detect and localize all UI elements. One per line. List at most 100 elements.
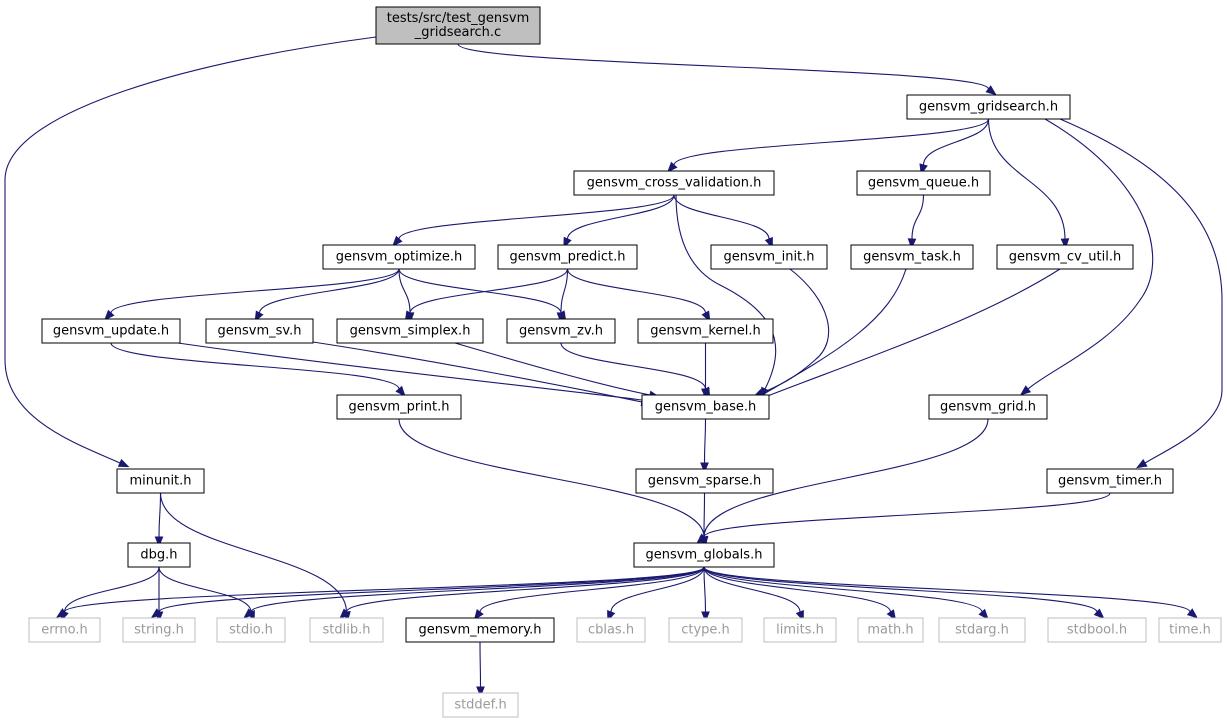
node-label: limits.h [776,623,824,638]
edge-globals-to-ctype [701,566,710,623]
node-kernel[interactable]: gensvm_kernel.h [637,318,774,344]
arrowhead [556,312,566,324]
edge-gridsearch-to-cv_util [987,118,1070,250]
arrowhead [104,309,115,321]
edge-line [479,641,482,688]
node-task[interactable]: gensvm_task.h [850,244,974,270]
node-label: gensvm_base.h [655,400,756,415]
edge-globals-to-math [703,566,897,621]
node-label: stddef.h [454,698,506,713]
edge-line [110,268,400,314]
edge-optimize-to-zv [398,268,567,322]
node-minunit[interactable]: minunit.h [116,468,205,494]
edge-line [4,36,377,464]
node-box [28,617,101,643]
node-label: _gridsearch.c [414,25,501,40]
node-label: gensvm_gridsearch.h [919,100,1058,115]
edge-gridsearch-to-cross_validation [667,118,990,173]
node-math: math.h [857,617,924,643]
node-label: gensvm_grid.h [940,400,1036,415]
node-base[interactable]: gensvm_base.h [641,394,770,420]
edge-line [63,566,705,613]
node-globals[interactable]: gensvm_globals.h [633,542,775,568]
node-cv-util[interactable]: gensvm_cv_util.h [996,244,1134,270]
node-cross-validation[interactable]: gensvm_cross_validation.h [573,170,775,196]
node-box [850,244,974,270]
node-box [906,94,1071,120]
node-label: gensvm_memory.h [419,623,542,638]
node-box [635,468,774,494]
arrowhead [1136,458,1148,469]
node-sparse[interactable]: gensvm_sparse.h [635,468,774,494]
node-box [857,617,924,643]
node-box [1158,617,1222,643]
node-label: string.h [134,623,184,638]
edge-line [703,566,983,613]
node-box [637,318,774,344]
node-predict[interactable]: gensvm_predict.h [497,244,638,270]
node-label: ctype.h [681,623,730,638]
node-box [41,318,181,344]
arrowhead [696,533,708,544]
edge-line [764,268,1061,398]
node-timer[interactable]: gensvm_timer.h [1046,468,1174,494]
edge-line [703,566,801,613]
edge-line [922,118,990,166]
edge-cross_validation-to-init [673,194,773,249]
edge-root-to-gridsearch [457,43,997,96]
node-box [122,617,196,643]
node-sv[interactable]: gensvm_sv.h [205,318,314,344]
edge-globals-to-stdbool [703,566,1105,620]
node-print[interactable]: gensvm_print.h [336,394,462,420]
edge-line [398,194,675,240]
node-update[interactable]: gensvm_update.h [41,318,181,344]
edge-task-to-base [753,268,907,401]
node-box [405,617,555,643]
node-memory[interactable]: gensvm_memory.h [405,617,555,643]
edge-line [1027,118,1154,390]
node-box [309,617,384,643]
node-init[interactable]: gensvm_init.h [710,244,828,270]
node-zv[interactable]: gensvm_zv.h [506,318,616,344]
node-root[interactable]: tests/src/test_gensvm_gridsearch.c [375,6,541,45]
edge-line [177,342,643,401]
node-box [1047,617,1147,643]
node-dbg[interactable]: dbg.h [127,542,191,568]
node-box [322,244,476,270]
edge-line [479,566,705,613]
node-simplex[interactable]: gensvm_simplex.h [336,318,484,344]
edge-line [158,566,705,613]
arrowhead [392,235,403,247]
node-box [216,617,286,643]
edge-line [703,492,1111,538]
edge-line [158,566,252,613]
edge-line [560,342,707,390]
edge-line [312,341,643,403]
node-label: dbg.h [140,548,177,563]
node-label: gensvm_update.h [53,324,169,339]
edge-update-to-print [110,342,406,397]
node-box [633,542,775,568]
edge-optimize-to-update [104,268,400,321]
node-gridsearch[interactable]: gensvm_gridsearch.h [906,94,1071,120]
arrowhead [243,608,255,619]
arrowhead [395,385,406,397]
node-ctype: ctype.h [668,617,743,643]
node-label: stdarg.h [955,623,1009,638]
node-label: gensvm_cv_util.h [1009,250,1121,265]
edge-globals-to-stdio [243,566,705,619]
node-box [996,244,1134,270]
node-box [116,468,205,494]
edge-globals-to-cblas [607,566,705,622]
node-label: gensvm_print.h [348,400,449,415]
node-optimize[interactable]: gensvm_optimize.h [322,244,476,270]
edge-root-to-minunit [4,36,377,468]
node-queue[interactable]: gensvm_queue.h [856,170,991,196]
node-label: stdlib.h [323,623,371,638]
edge-line [703,418,707,464]
edge-line [703,566,892,613]
node-grid[interactable]: gensvm_grid.h [928,394,1048,420]
edge-line [703,418,989,538]
node-box [127,542,191,568]
node-box [856,170,991,196]
